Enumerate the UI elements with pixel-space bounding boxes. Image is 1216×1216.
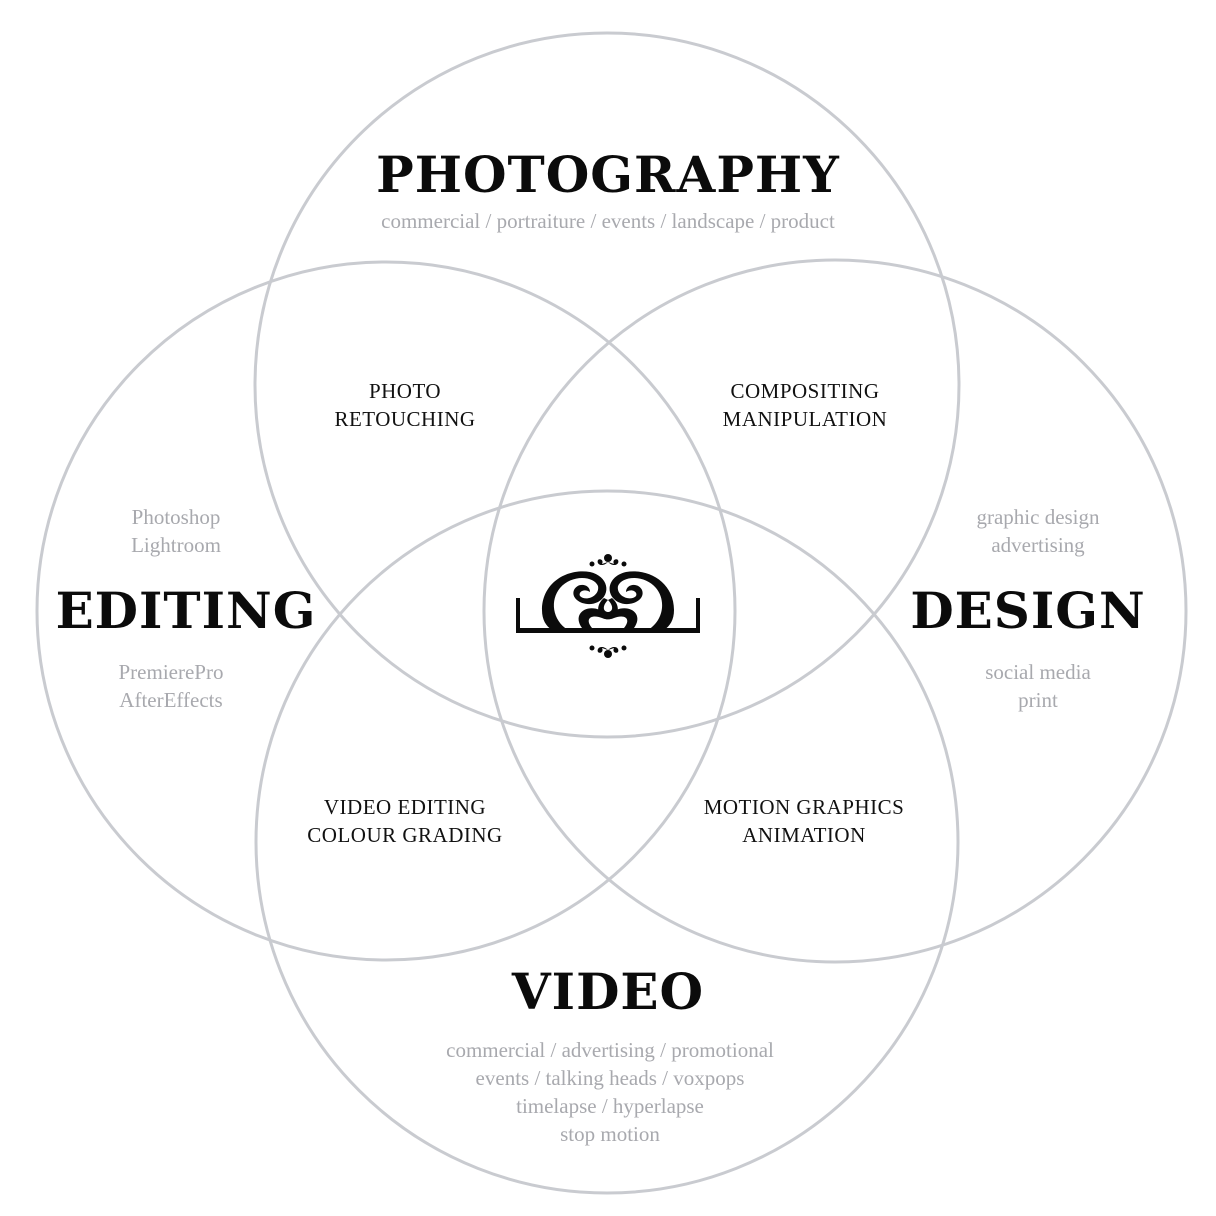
- ornamental-monogram-logo-icon: [516, 554, 700, 658]
- photography-circle: [253, 31, 961, 739]
- video-services-line-3: timelapse / hyperlapse: [516, 1094, 704, 1118]
- overlap-video-editing: VIDEO EDITING COLOUR GRADING: [265, 793, 545, 849]
- video-circle: [254, 489, 960, 1195]
- video-services-line-4: stop motion: [560, 1122, 660, 1146]
- editing-title: EDITING: [55, 581, 317, 640]
- design-circle: [482, 258, 1188, 964]
- video-title: VIDEO: [511, 962, 705, 1021]
- design-services-top: graphic design advertising: [938, 503, 1138, 559]
- photography-services-line: commercial / portraiture / events / land…: [381, 209, 835, 233]
- overlap-photo-editing: PHOTO RETOUCHING: [280, 377, 530, 433]
- photography-title: PHOTOGRAPHY: [376, 145, 840, 204]
- overlap-photo-editing-line-1: PHOTO: [368, 379, 442, 403]
- overlap-video-design-line-1: MOTION GRAPHICS: [703, 795, 905, 819]
- video-services-line-2: events / talking heads / voxpops: [475, 1066, 745, 1090]
- overlap-video-design: MOTION GRAPHICS ANIMATION: [664, 793, 944, 849]
- design-title: DESIGN: [910, 581, 1146, 640]
- overlap-video-design-line-2: ANIMATION: [742, 823, 866, 847]
- overlap-photo-editing-line-2: RETOUCHING: [334, 407, 476, 431]
- editing-circle: [35, 260, 737, 962]
- editing-app-photoshop: Photoshop: [131, 505, 221, 529]
- editing-apps-bottom: PremierePro AfterEffects: [71, 658, 271, 714]
- design-services-bottom: social media print: [938, 658, 1138, 714]
- editing-apps-top: Photoshop Lightroom: [76, 503, 276, 559]
- overlap-photo-design-line-2: MANIPULATION: [722, 407, 888, 431]
- editing-app-aftereffects: AfterEffects: [119, 688, 223, 712]
- video-services-line-1: commercial / advertising / promotional: [446, 1038, 774, 1062]
- overlap-photo-design: COMPOSITING MANIPULATION: [670, 377, 940, 433]
- photography-services: commercial / portraiture / events / land…: [258, 207, 958, 235]
- design-service-graphic-design: graphic design: [976, 505, 1100, 529]
- overlap-video-editing-line-2: COLOUR GRADING: [307, 823, 503, 847]
- overlap-video-editing-line-1: VIDEO EDITING: [323, 795, 487, 819]
- editing-app-lightroom: Lightroom: [131, 533, 221, 557]
- design-service-social-media: social media: [985, 660, 1091, 684]
- video-services: commercial / advertising / promotional e…: [310, 1036, 910, 1148]
- overlap-photo-design-line-1: COMPOSITING: [730, 379, 880, 403]
- editing-app-premierepro: PremierePro: [118, 660, 224, 684]
- design-service-advertising: advertising: [991, 533, 1085, 557]
- design-service-print: print: [1018, 688, 1058, 712]
